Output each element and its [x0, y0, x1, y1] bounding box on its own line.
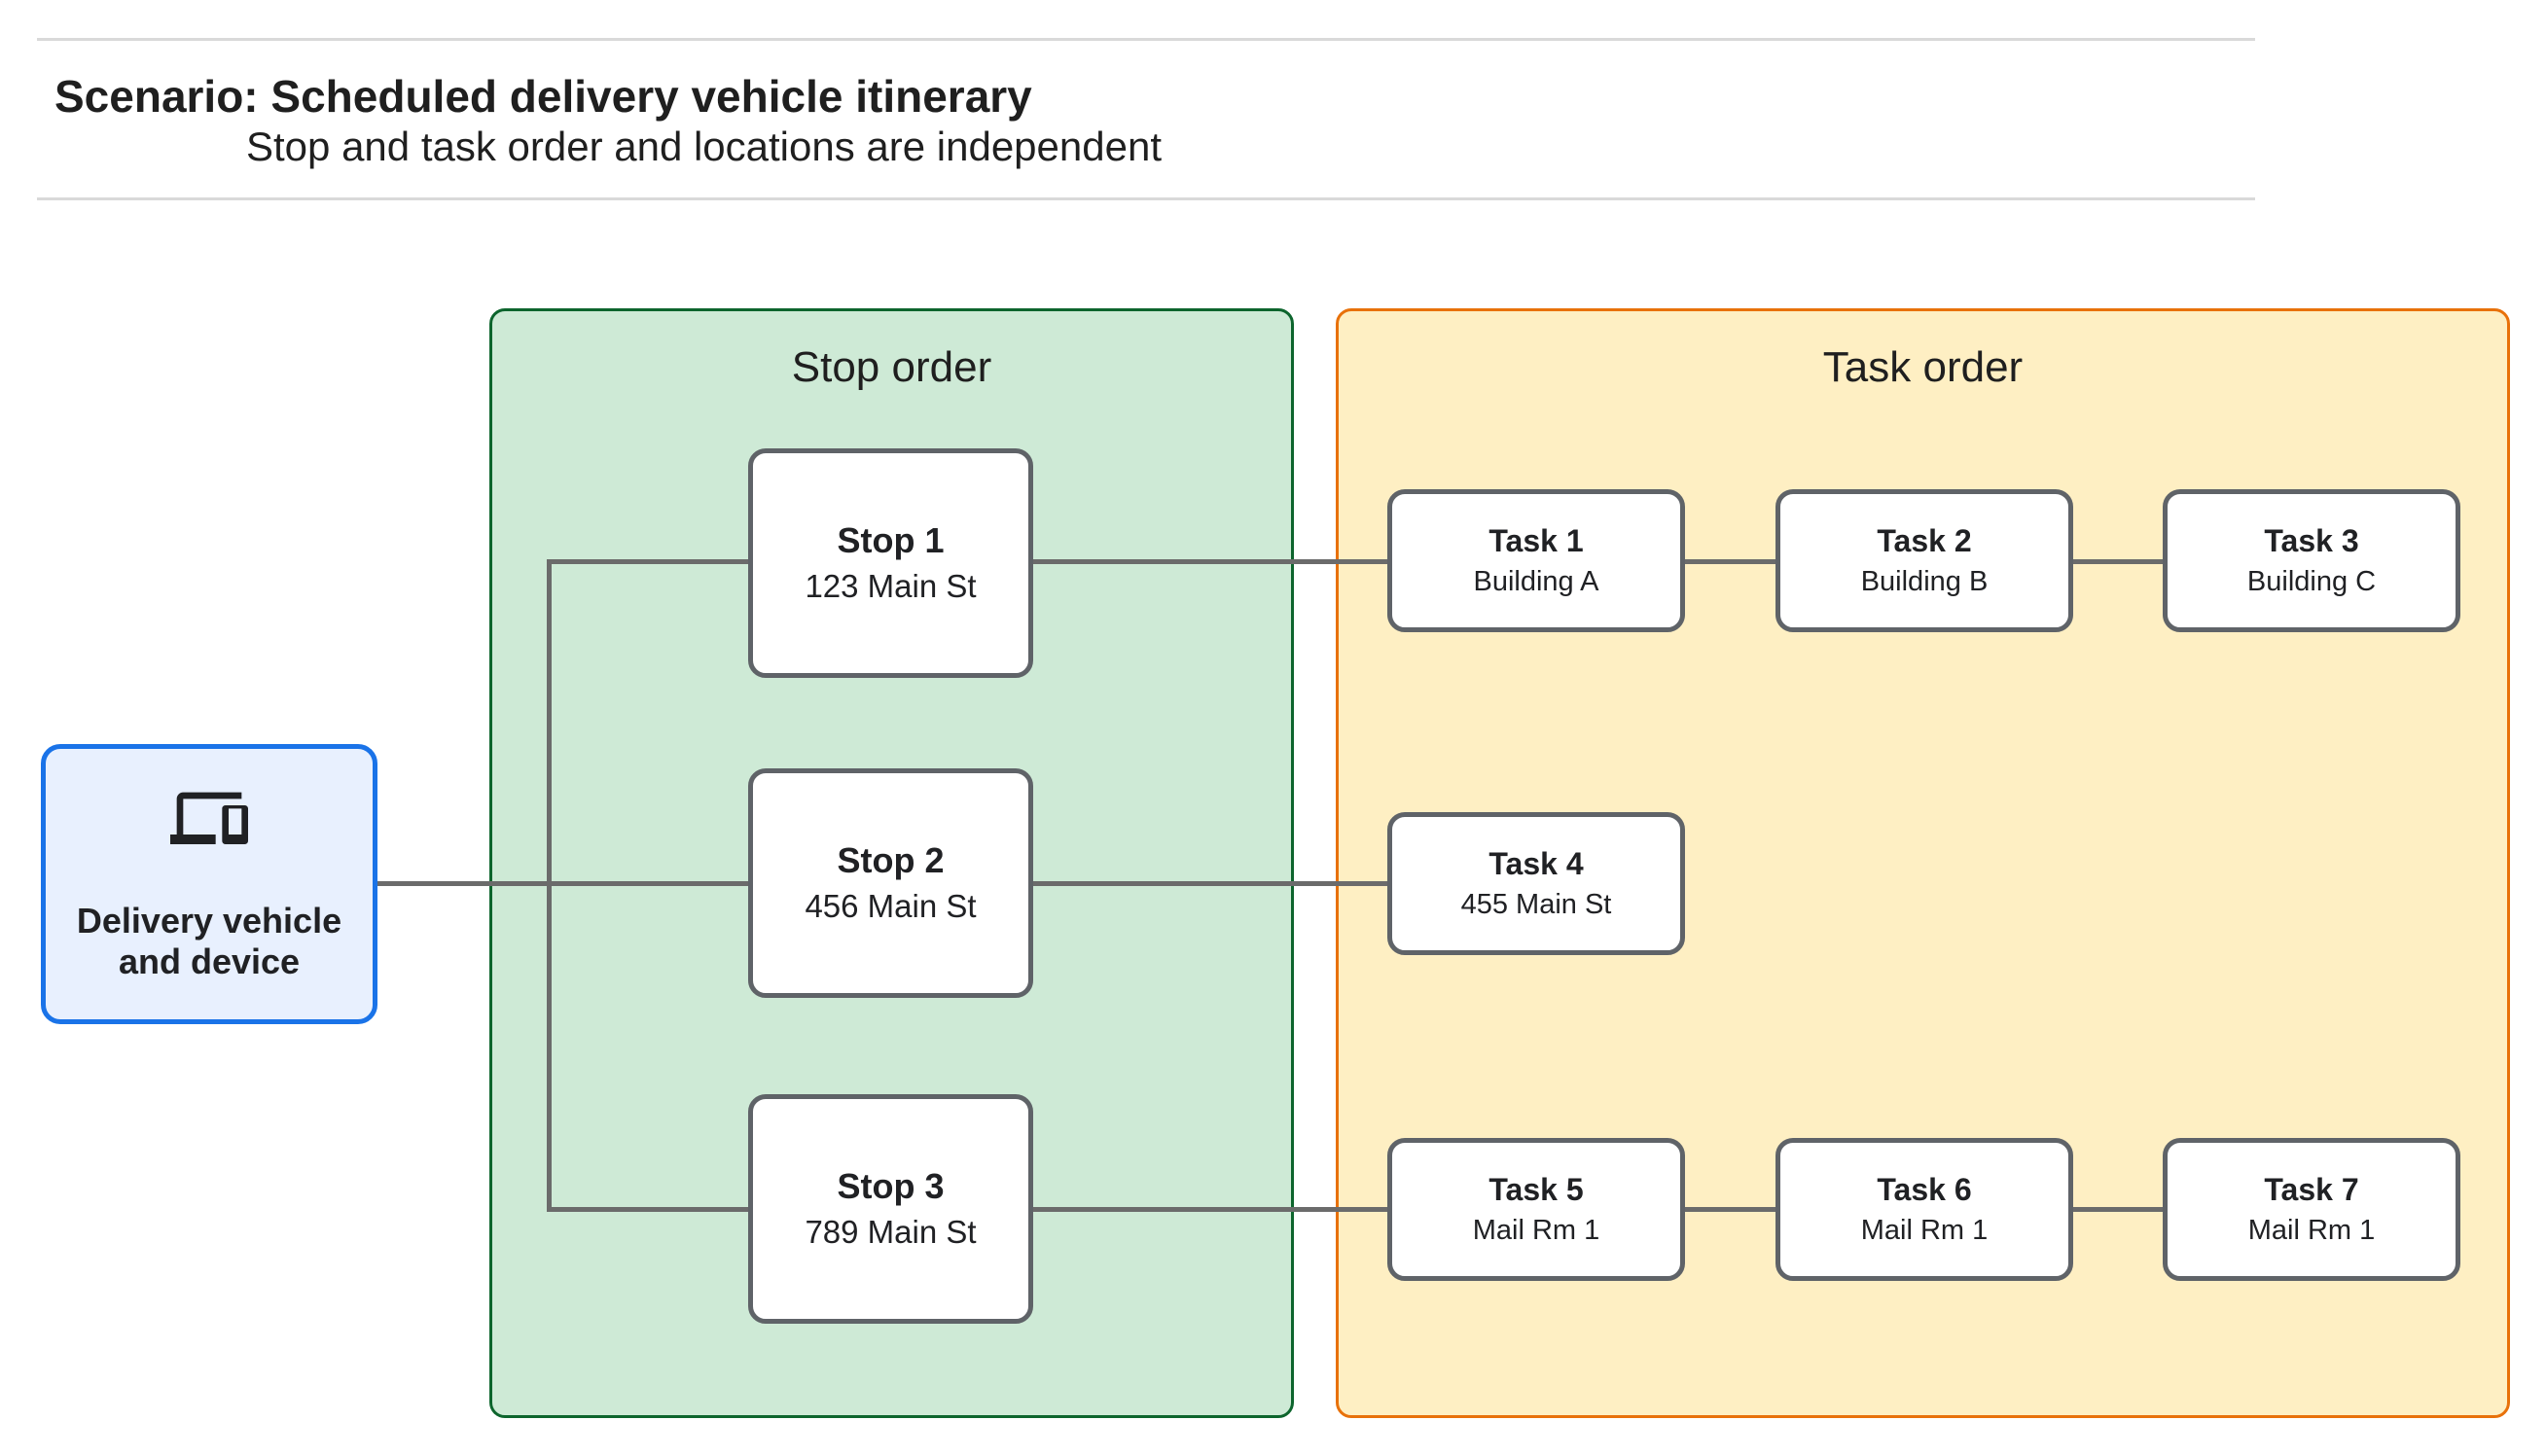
- task-4-title: Task 4: [1488, 846, 1584, 882]
- task-4-node: Task 4 455 Main St: [1387, 812, 1685, 955]
- task-6-title: Task 6: [1877, 1172, 1972, 1208]
- task-2-location: Building B: [1860, 565, 1989, 597]
- header-top-divider: [37, 38, 2255, 41]
- header-bottom-divider: [37, 197, 2255, 200]
- task-7-title: Task 7: [2264, 1172, 2359, 1208]
- stop-2-title: Stop 2: [837, 840, 945, 881]
- connector-stop3-to-task5: [1033, 1207, 1387, 1212]
- delivery-vehicle-label: Delivery vehicle and device: [77, 901, 341, 983]
- connector-trunk-to-stop1: [547, 559, 748, 564]
- task-1-location: Building A: [1473, 565, 1599, 597]
- task-1-title: Task 1: [1488, 523, 1584, 559]
- stop-2-location: 456 Main St: [805, 888, 977, 925]
- task-6-location: Mail Rm 1: [1860, 1214, 1989, 1246]
- task-5-node: Task 5 Mail Rm 1: [1387, 1138, 1685, 1281]
- task-7-node: Task 7 Mail Rm 1: [2163, 1138, 2460, 1281]
- task-1-node: Task 1 Building A: [1387, 489, 1685, 632]
- devices-icon: [170, 792, 248, 844]
- page-title: Scenario: Scheduled delivery vehicle iti…: [54, 71, 1032, 122]
- connector-trunk-to-stop3: [547, 1207, 748, 1212]
- connector-stop1-to-task1: [1033, 559, 1387, 564]
- connector-vehicle-to-stop2: [377, 881, 748, 886]
- connector-task5-to-task6: [1685, 1207, 1775, 1212]
- page-subtitle: Stop and task order and locations are in…: [246, 124, 1163, 169]
- task-7-location: Mail Rm 1: [2247, 1214, 2376, 1246]
- stop-3-title: Stop 3: [837, 1166, 945, 1207]
- task-3-title: Task 3: [2264, 523, 2359, 559]
- task-5-location: Mail Rm 1: [1472, 1214, 1600, 1246]
- task-order-panel-title: Task order: [1822, 343, 2024, 391]
- delivery-vehicle-node: Delivery vehicle and device: [41, 744, 377, 1024]
- stop-3-node: Stop 3 789 Main St: [748, 1094, 1033, 1324]
- task-2-title: Task 2: [1877, 523, 1972, 559]
- task-6-node: Task 6 Mail Rm 1: [1775, 1138, 2073, 1281]
- stop-order-panel-title: Stop order: [791, 343, 992, 391]
- stop-1-node: Stop 1 123 Main St: [748, 448, 1033, 678]
- task-3-node: Task 3 Building C: [2163, 489, 2460, 632]
- task-5-title: Task 5: [1488, 1172, 1584, 1208]
- task-2-node: Task 2 Building B: [1775, 489, 2073, 632]
- task-3-location: Building C: [2246, 565, 2377, 597]
- stop-2-node: Stop 2 456 Main St: [748, 768, 1033, 998]
- connector-stop2-to-task4: [1033, 881, 1387, 886]
- delivery-vehicle-label-line2: and device: [118, 941, 301, 981]
- stop-3-location: 789 Main St: [805, 1214, 977, 1251]
- stop-1-title: Stop 1: [837, 520, 945, 561]
- connector-task2-to-task3: [2073, 559, 2163, 564]
- stop-1-location: 123 Main St: [805, 568, 977, 605]
- delivery-vehicle-label-line1: Delivery vehicle: [76, 900, 342, 941]
- connector-task1-to-task2: [1685, 559, 1775, 564]
- connector-task6-to-task7: [2073, 1207, 2163, 1212]
- task-4-location: 455 Main St: [1460, 888, 1612, 920]
- connector-trunk-vertical: [547, 559, 552, 1212]
